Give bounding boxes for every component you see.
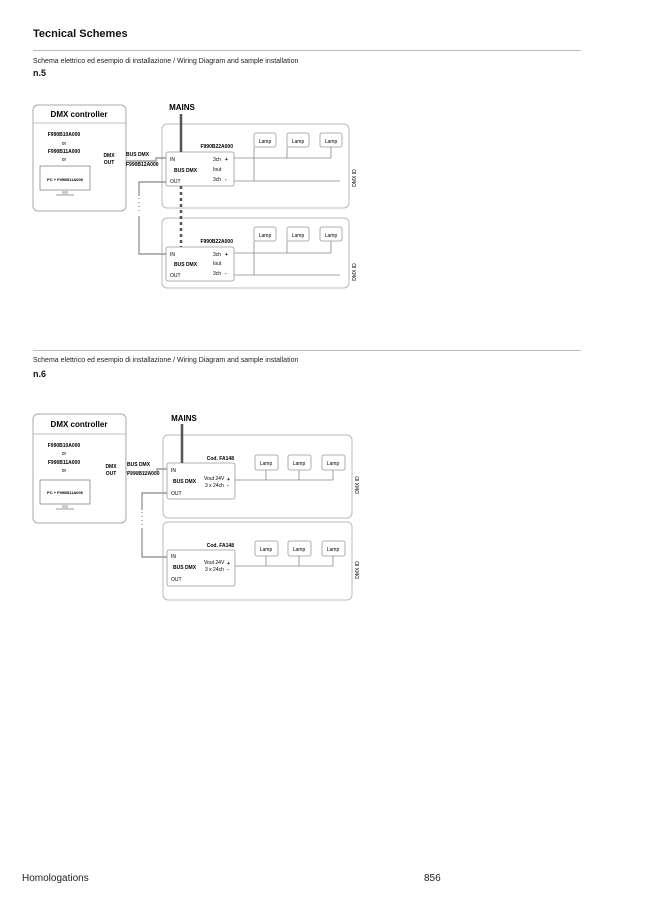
unit-row-2: 3 x 24ch [205, 483, 224, 489]
page-number: 856 [424, 873, 441, 884]
cable-code-label: F990B12A000 [127, 471, 160, 477]
dmx-out-label: DMX [103, 153, 115, 159]
unit-sign-minus: - [225, 271, 227, 277]
cable-code-label: F990B12A000 [126, 162, 159, 168]
unit-row-2: Iout [213, 261, 222, 267]
controller-code-1: F990B10A000 [48, 443, 81, 449]
unit-sign-minus: - [225, 177, 227, 183]
lamp-label: Lamp [260, 547, 273, 553]
lamp-label: Lamp [292, 139, 305, 145]
dmx-out-label: DMX [105, 464, 117, 470]
pc-label: PC + F990B11A000 [47, 490, 84, 495]
controller-code-2: F990B11A000 [48, 460, 80, 466]
unit-in-label: IN [170, 252, 175, 258]
unit-bus-label: BUS DMX [174, 262, 198, 268]
unit-row-3: 3ch [213, 177, 221, 183]
unit-sign-plus: + [227, 477, 230, 483]
unit-in-label: IN [170, 157, 175, 163]
unit-sign-plus: + [225, 157, 228, 163]
unit-code: Cod. FA148 [207, 456, 234, 462]
dmx-id-label: DMX ID [355, 561, 361, 579]
controller-title: DMX controller [51, 420, 108, 429]
bus-dmx-label: BUS DMX [126, 152, 150, 158]
lamp-label: Lamp [325, 233, 338, 239]
unit-bus-label: BUS DMX [174, 168, 198, 174]
unit-in-label: IN [171, 554, 176, 560]
unit-out-label: OUT [171, 491, 182, 497]
section-number: n.5 [33, 68, 47, 78]
divider [33, 350, 581, 351]
lamp-label: Lamp [259, 139, 272, 145]
lamp-label: Lamp [259, 233, 272, 239]
unit-row-1: 3ch [213, 157, 221, 163]
section-subtitle: Schema elettrico ed esempio di installaz… [33, 58, 299, 65]
lamp-label: Lamp [293, 461, 306, 467]
controller-code-2: F990B11A000 [48, 149, 80, 155]
mains-label: MAINS [171, 414, 197, 423]
unit-row-3: 3ch [213, 271, 221, 277]
lamp-label: Lamp [325, 139, 338, 145]
unit-sign-plus: + [225, 252, 228, 258]
lamp-label: Lamp [292, 233, 305, 239]
section-subtitle: Schema elettrico ed esempio di installaz… [33, 357, 299, 364]
unit-row-1: 3ch [213, 252, 221, 258]
dmx-id-label: DMX ID [352, 169, 358, 187]
unit-sign-minus: - [227, 483, 229, 489]
dmx-id-label: DMX ID [352, 263, 358, 281]
section-number: n.6 [33, 369, 47, 379]
wiring-diagram-n5: DMX controller F990B10A000 or F990B11A00… [32, 103, 358, 289]
dmx-id-label: DMX ID [355, 476, 361, 494]
unit-out-label: OUT [170, 273, 181, 279]
page-title: Tecnical Schemes [33, 28, 128, 40]
unit-bus-label: BUS DMX [173, 565, 197, 571]
unit-out-label: OUT [170, 179, 181, 185]
lamp-label: Lamp [327, 547, 340, 553]
divider [33, 50, 581, 51]
unit-code: Cod. FA148 [207, 543, 234, 549]
mains-label: MAINS [169, 103, 195, 112]
controller-code-1: F990B10A000 [48, 132, 81, 138]
unit-row-2: 3 x 24ch [205, 567, 224, 573]
controller-or-2: or [62, 157, 67, 163]
unit-out-label: OUT [171, 577, 182, 583]
unit-row-1: Vout 24V [204, 476, 225, 482]
lamp-label: Lamp [260, 461, 273, 467]
unit-bus-label: BUS DMX [173, 479, 197, 485]
unit-row-1: Vout 24V [204, 560, 225, 566]
footer-section-label: Homologations [22, 873, 89, 884]
unit-code: F990B22A000 [200, 239, 233, 245]
dmx-out-label-2: OUT [104, 160, 115, 166]
unit-code: F990B22A000 [200, 144, 233, 150]
unit-in-label: IN [171, 468, 176, 474]
unit-sign-minus: - [227, 567, 229, 573]
unit-sign-plus: + [227, 561, 230, 567]
controller-or-2: or [62, 468, 67, 474]
wiring-diagram-n6: DMX controller F990B10A000 or F990B11A00… [32, 413, 361, 601]
dmx-out-label-2: OUT [106, 471, 117, 477]
controller-or-1: or [62, 141, 67, 147]
pc-label: PC + F990B11A000 [47, 177, 84, 182]
controller-or-1: or [62, 451, 67, 457]
controller-title: DMX controller [51, 110, 108, 119]
lamp-label: Lamp [293, 547, 306, 553]
lamp-label: Lamp [327, 461, 340, 467]
unit-row-2: Iout [213, 167, 222, 173]
bus-dmx-label: BUS DMX [127, 462, 151, 468]
